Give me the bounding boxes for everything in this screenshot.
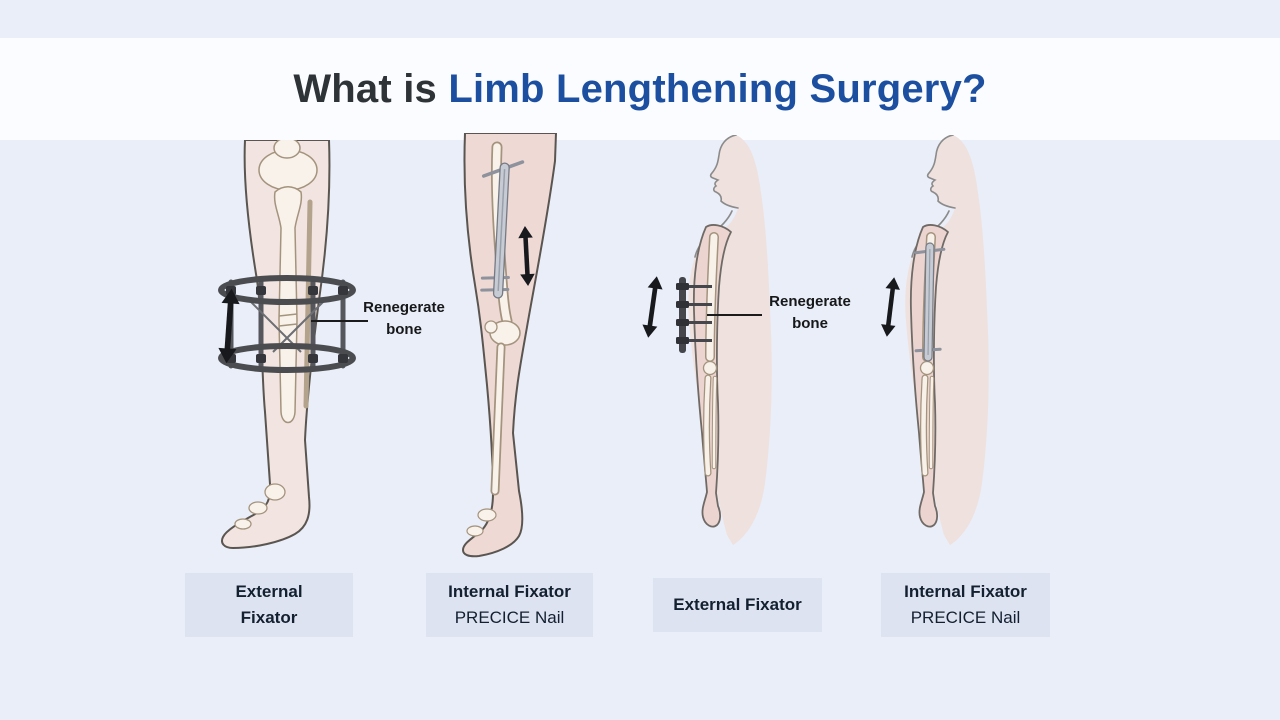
arm-internal-fixator-illustration xyxy=(865,135,1000,545)
double-arrow-icon xyxy=(875,276,905,338)
annotation-pointer-line xyxy=(311,320,368,322)
title-prefix: What is xyxy=(293,66,437,111)
arm-profile-drawing xyxy=(676,135,772,545)
regenerate-bone-label: Renegerate bone xyxy=(352,297,456,341)
precice-nail xyxy=(914,242,946,362)
annotation-pointer-line xyxy=(707,314,762,316)
double-arrow-icon xyxy=(213,287,244,365)
caption-line2: Fixator xyxy=(240,608,298,627)
annotation-line2: bone xyxy=(792,315,828,332)
external-fixator xyxy=(676,277,712,353)
caption-line2: PRECICE Nail xyxy=(454,608,565,627)
caption-line1: External xyxy=(235,582,303,601)
page-title: What is Limb Lengthening Surgery? xyxy=(293,67,986,112)
regenerate-bone-label: Renegerate bone xyxy=(758,291,862,335)
caption-line1: External Fixator xyxy=(673,595,802,614)
annotation-line1: Renegerate xyxy=(769,293,851,310)
caption-line2: PRECICE Nail xyxy=(910,608,1021,627)
caption-line1: Internal Fixator xyxy=(904,582,1027,601)
arm-outline xyxy=(692,224,732,528)
leg-side-drawing xyxy=(462,133,557,558)
caption-leg-internal-fixator: Internal Fixator PRECICE Nail xyxy=(426,573,593,637)
regenerate-bone-gap xyxy=(278,313,298,327)
arm-external-fixator-illustration xyxy=(648,135,783,545)
title-highlight: Limb Lengthening Surgery? xyxy=(448,66,987,111)
arm-profile-drawing xyxy=(905,135,989,545)
leg-internal-fixator-illustration xyxy=(455,133,560,561)
caption-arm-external-fixator: External Fixator xyxy=(653,578,822,632)
double-arrow-icon xyxy=(513,225,539,286)
arm-outline xyxy=(909,224,949,528)
double-arrow-icon xyxy=(637,275,668,340)
precice-nail xyxy=(480,160,525,299)
caption-line1: Internal Fixator xyxy=(448,582,571,601)
annotation-line1: Renegerate xyxy=(363,299,445,316)
header-band: What is Limb Lengthening Surgery? xyxy=(0,38,1280,140)
arm-bones xyxy=(702,232,719,477)
caption-arm-internal-fixator: Internal Fixator PRECICE Nail xyxy=(881,573,1050,637)
caption-leg-external-fixator: External Fixator xyxy=(185,573,353,637)
annotation-line2: bone xyxy=(386,321,422,338)
